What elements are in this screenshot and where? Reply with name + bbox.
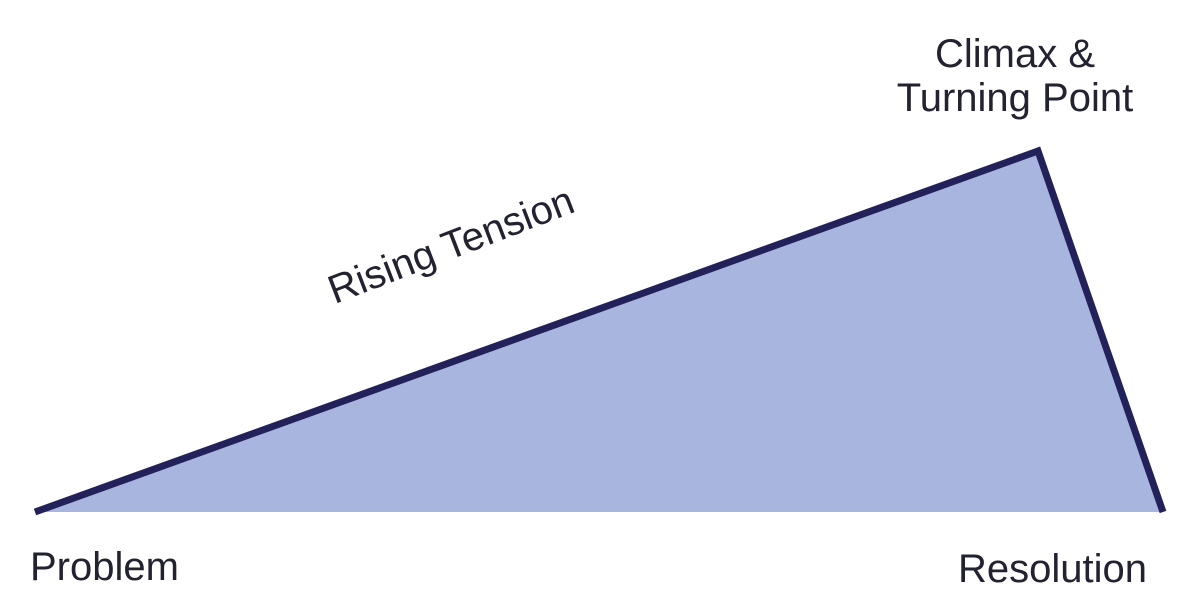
problem-label: Problem — [30, 545, 179, 589]
resolution-label: Resolution — [958, 547, 1148, 591]
climax-label-line2: Turning Point — [896, 76, 1134, 120]
climax-label-line1: Climax & — [934, 32, 1096, 76]
climax-label: Climax & Turning Point — [870, 32, 1160, 120]
tension-arc-line — [33, 146, 1167, 516]
tension-area — [35, 151, 1163, 512]
